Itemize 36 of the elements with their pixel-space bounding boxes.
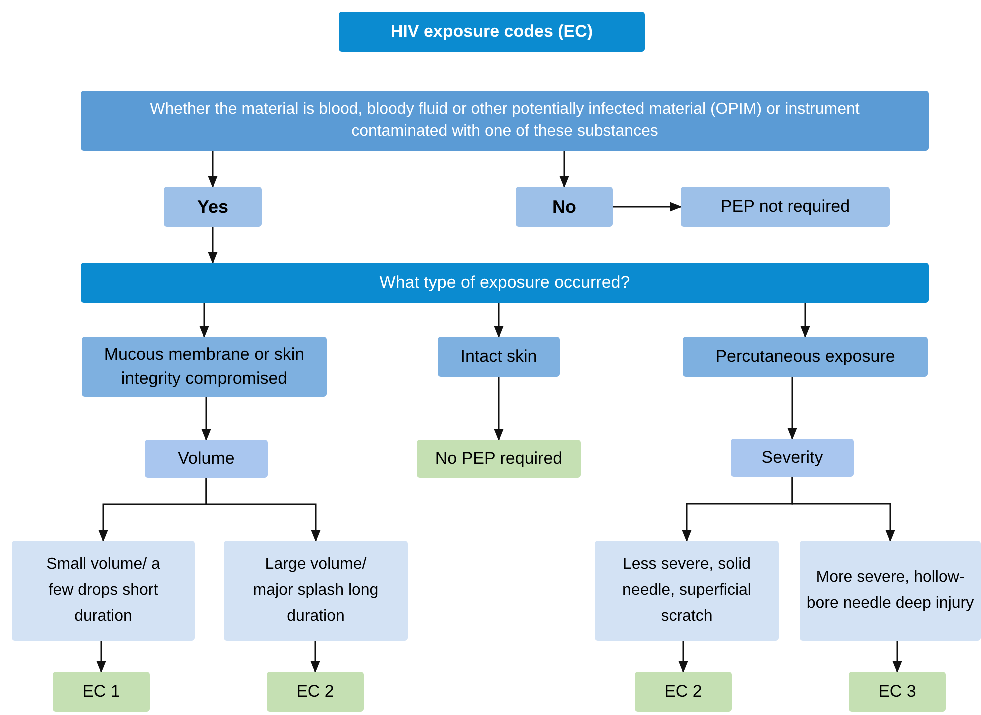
arrow: [206, 478, 321, 542]
factor-box: Volume: [145, 440, 268, 478]
arrow: [96, 641, 106, 674]
outcome-box: EC 2: [635, 672, 732, 712]
answer-box: Yes: [164, 187, 262, 227]
arrow: [208, 151, 218, 188]
arrow: [560, 151, 570, 188]
arrow: [202, 397, 212, 442]
condition-box: Small volume/ a few drops short duration: [12, 541, 195, 641]
arrow: [494, 377, 504, 442]
outcome-box: PEP not required: [681, 187, 890, 227]
answer-box: No: [516, 187, 613, 227]
condition-box: Large volume/ major splash long duration: [224, 541, 408, 641]
question-box: What type of exposure occurred?: [81, 263, 929, 303]
arrow: [200, 303, 210, 338]
arrow: [613, 202, 682, 212]
outcome-box: EC 3: [849, 672, 946, 712]
factor-box: Severity: [731, 439, 854, 477]
arrow: [678, 641, 688, 674]
outcome-box: EC 2: [267, 672, 364, 712]
arrow: [208, 227, 218, 264]
arrow: [494, 303, 504, 338]
question-box: Whether the material is blood, bloody fluid or other potentially infected material (OPIM) or instrument contaminated with one of these substances: [81, 91, 929, 151]
arrow: [310, 641, 320, 674]
condition-box: More severe, hollow-bore needle deep injury: [800, 541, 981, 641]
exposure-type-box: Percutaneous exposure: [683, 337, 928, 377]
outcome-box: No PEP required: [417, 440, 581, 478]
condition-box: Less severe, solid needle, superficial scratch: [595, 541, 779, 641]
arrow: [788, 377, 798, 440]
outcome-box: EC 1: [53, 672, 150, 712]
arrow: [892, 641, 902, 674]
heading-box: HIV exposure codes (EC): [339, 12, 645, 52]
arrow: [792, 477, 896, 542]
exposure-type-box: Intact skin: [438, 337, 560, 377]
arrow: [800, 303, 810, 338]
exposure-type-box: Mucous membrane or skin integrity compromised: [82, 337, 327, 397]
